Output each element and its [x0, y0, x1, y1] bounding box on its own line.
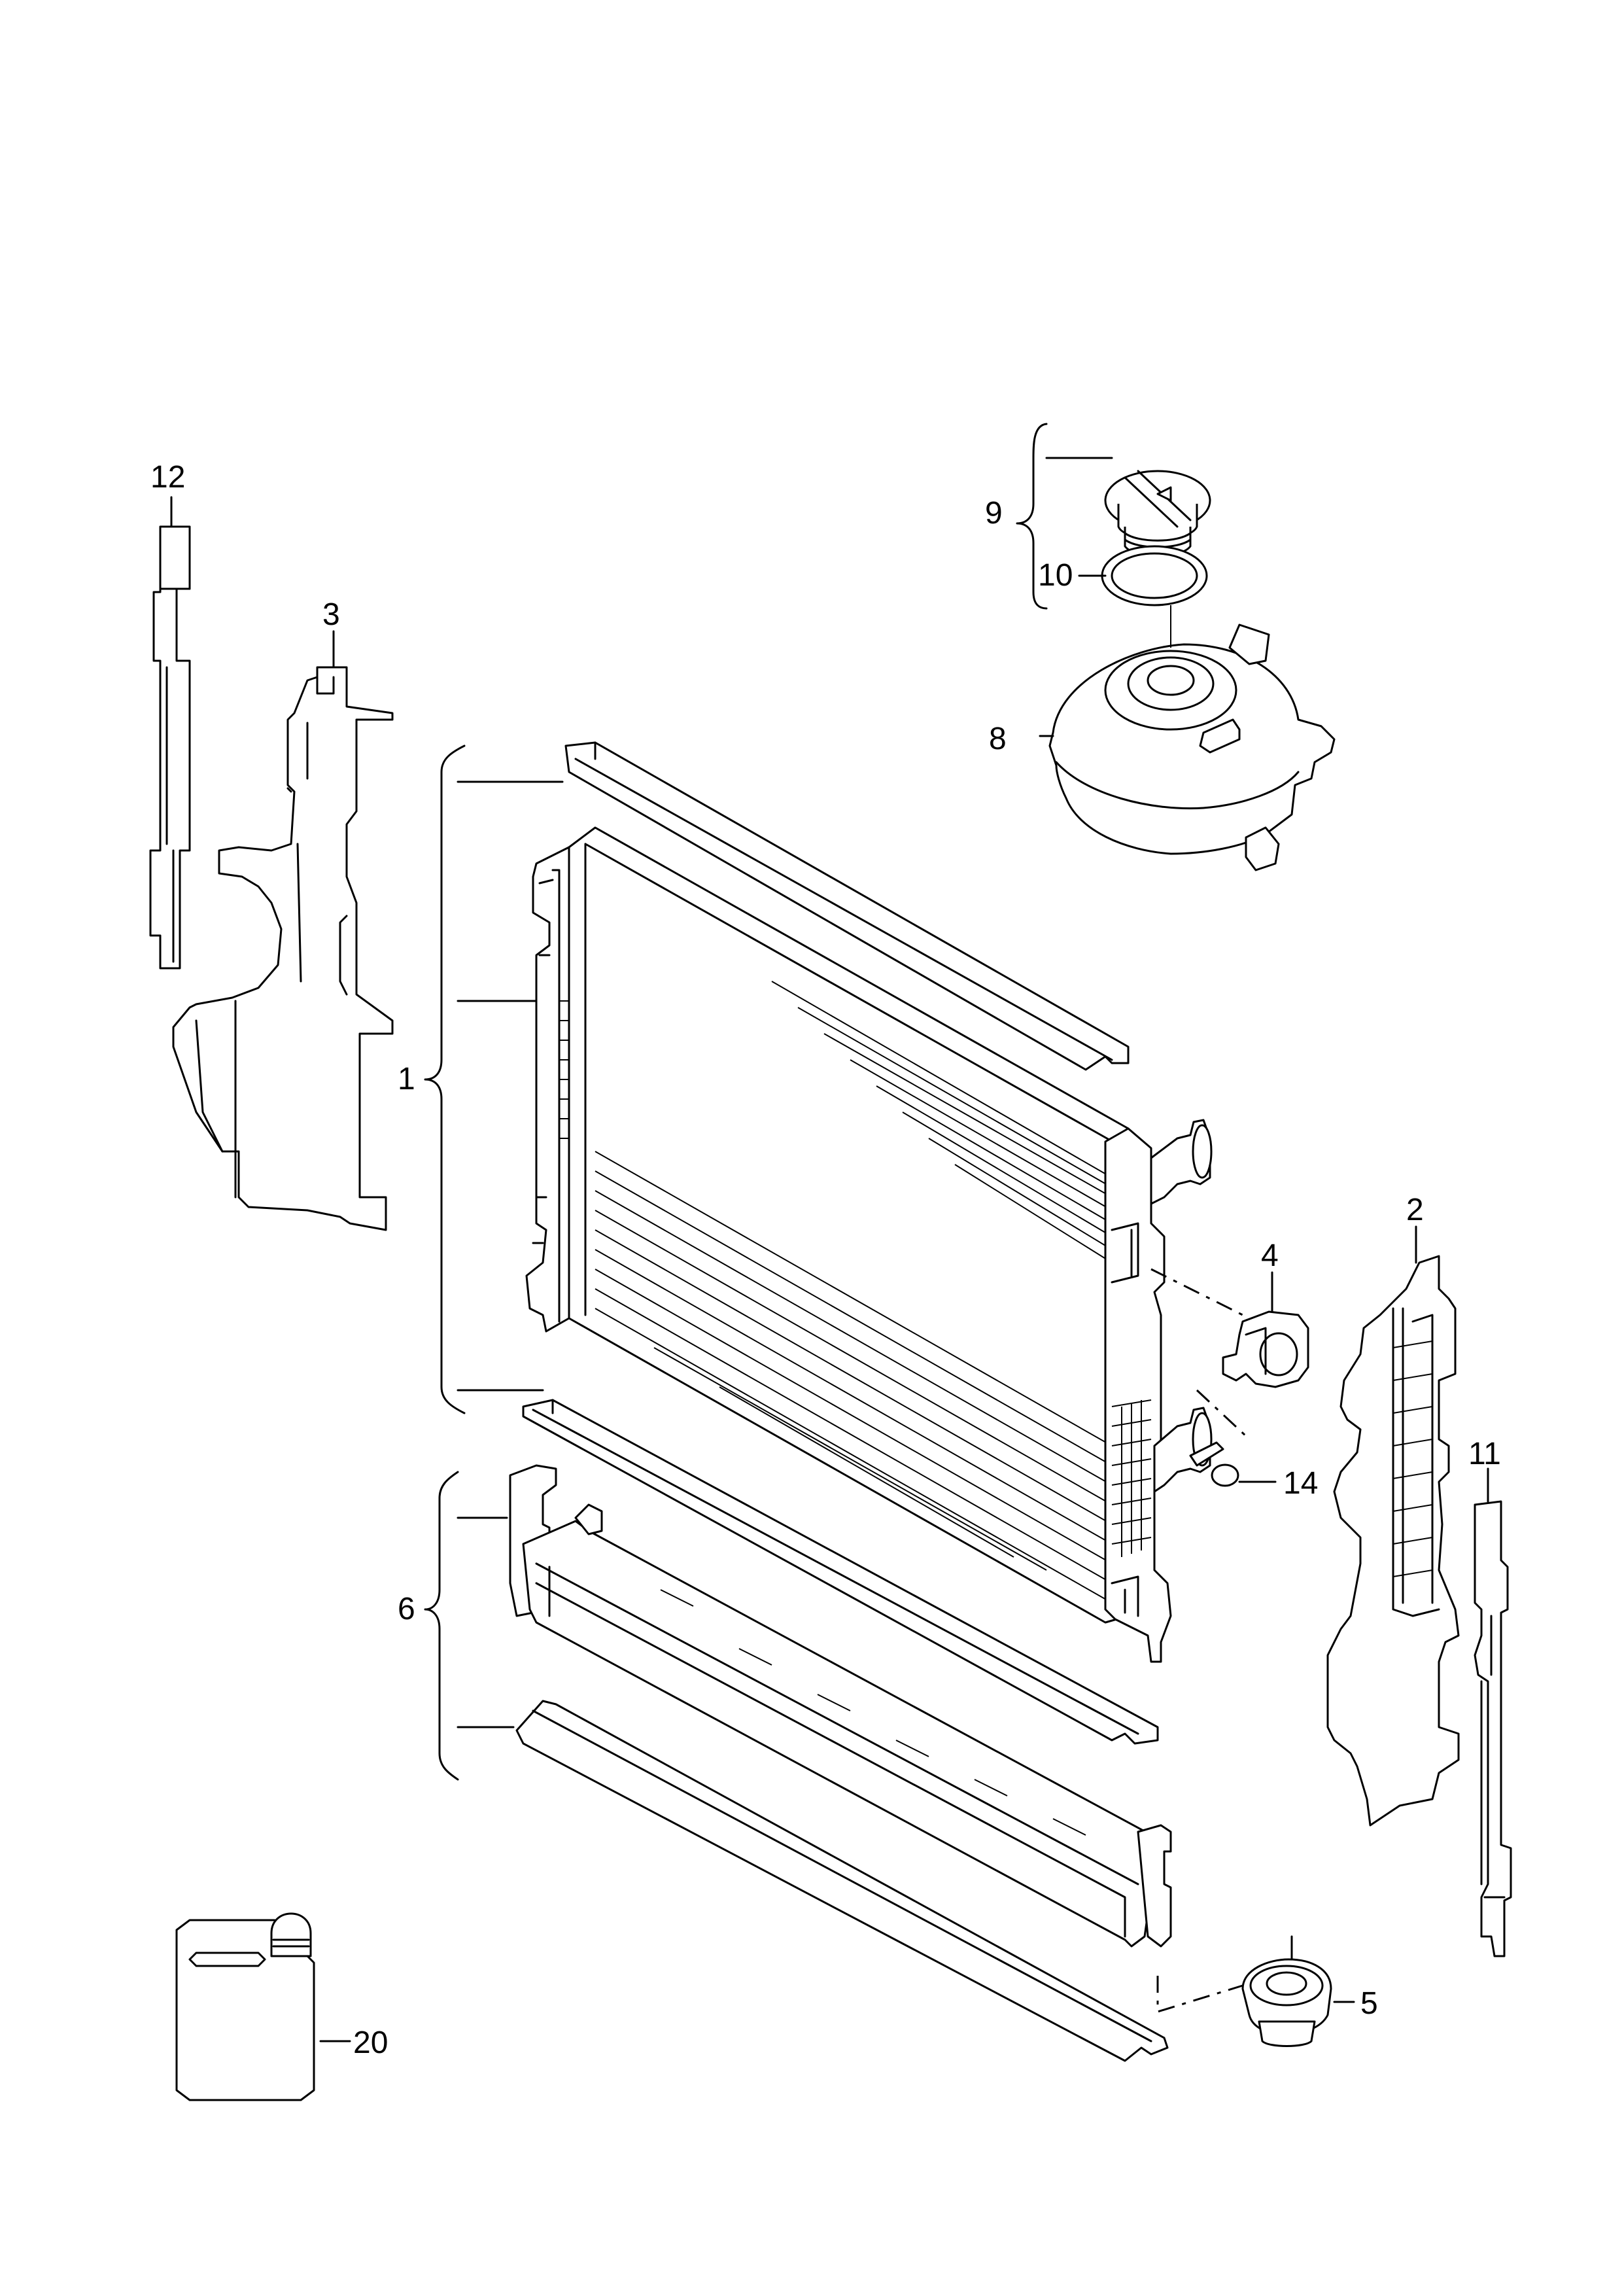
bracket-6: [424, 1471, 459, 1781]
callout-11: 11: [1468, 1437, 1501, 1471]
callout-5: 5: [1360, 1986, 1378, 2021]
callout-14: 14: [1283, 1466, 1318, 1501]
callout-10: 10: [1038, 558, 1073, 593]
callout-1: 1: [398, 1062, 415, 1096]
callout-12: 12: [150, 460, 185, 495]
callout-8: 8: [989, 722, 1007, 756]
callout-2: 2: [1406, 1193, 1424, 1227]
callout-20: 20: [353, 2025, 388, 2060]
assembly-line-14: [1196, 1389, 1247, 1437]
bracket-1: [424, 745, 466, 1414]
callout-9: 9: [985, 496, 1003, 531]
air-guide-right-large: [1326, 1225, 1460, 1827]
auxiliary-cooler: [509, 1464, 1172, 1948]
callout-6: 6: [398, 1592, 415, 1626]
assembly-line-4: [1150, 1268, 1243, 1316]
screw: [1189, 1441, 1277, 1487]
rubber-mount: [1241, 1935, 1355, 2047]
cap-seal-ring: [1101, 545, 1208, 606]
callout-3: 3: [322, 597, 340, 632]
radiator-mounting-bracket: [1222, 1271, 1309, 1388]
air-guide-left-large: [172, 630, 394, 1231]
radiator: [522, 741, 1213, 1745]
air-guide-left-narrow: [149, 496, 191, 970]
air-guide-right-narrow: [1474, 1467, 1512, 1957]
coolant-bottle: [175, 1912, 351, 2101]
expansion-tank-cap: [1104, 470, 1211, 557]
bracket-9-10: [1016, 423, 1048, 610]
callout-4: 4: [1261, 1238, 1279, 1273]
lower-seal-strip: [515, 1700, 1169, 2062]
assembly-line-5: [1156, 1976, 1243, 2014]
coolant-expansion-tank: [1039, 623, 1336, 871]
